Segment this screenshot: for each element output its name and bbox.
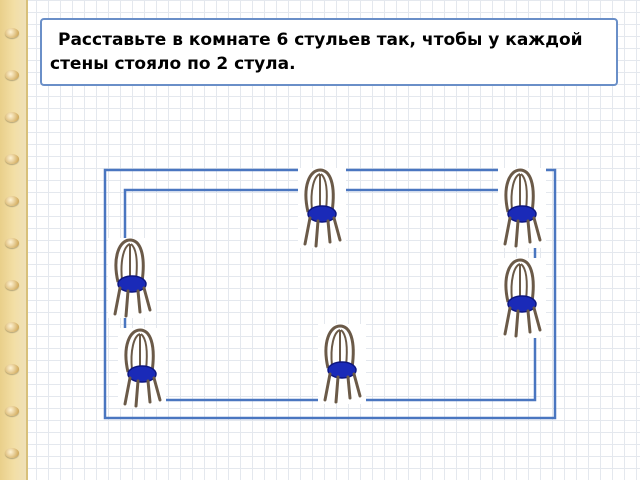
chair-icon (118, 328, 166, 408)
chair[interactable] (498, 258, 546, 338)
chair[interactable] (108, 238, 156, 318)
binder-ring-icon (5, 322, 19, 332)
binder-ring-icon (5, 406, 19, 416)
chair[interactable] (498, 168, 546, 248)
decorative-side-strip (0, 0, 28, 480)
chair-icon (498, 168, 546, 248)
chair[interactable] (118, 328, 166, 408)
chair-icon (498, 258, 546, 338)
binder-ring-icon (5, 196, 19, 206)
task-text: Расставьте в комнате 6 стульев так, чтоб… (50, 30, 583, 74)
chair-icon (298, 168, 346, 248)
chair-icon (318, 324, 366, 404)
binder-ring-icon (5, 364, 19, 374)
binder-ring-icon (5, 154, 19, 164)
binder-ring-icon (5, 238, 19, 248)
binder-ring-icon (5, 112, 19, 122)
binder-ring-icon (5, 28, 19, 38)
binder-ring-icon (5, 70, 19, 80)
binder-ring-icon (5, 448, 19, 458)
chair-icon (108, 238, 156, 318)
chair[interactable] (318, 324, 366, 404)
binder-ring-icon (5, 280, 19, 290)
chair[interactable] (298, 168, 346, 248)
task-box: Расставьте в комнате 6 стульев так, чтоб… (40, 18, 618, 86)
